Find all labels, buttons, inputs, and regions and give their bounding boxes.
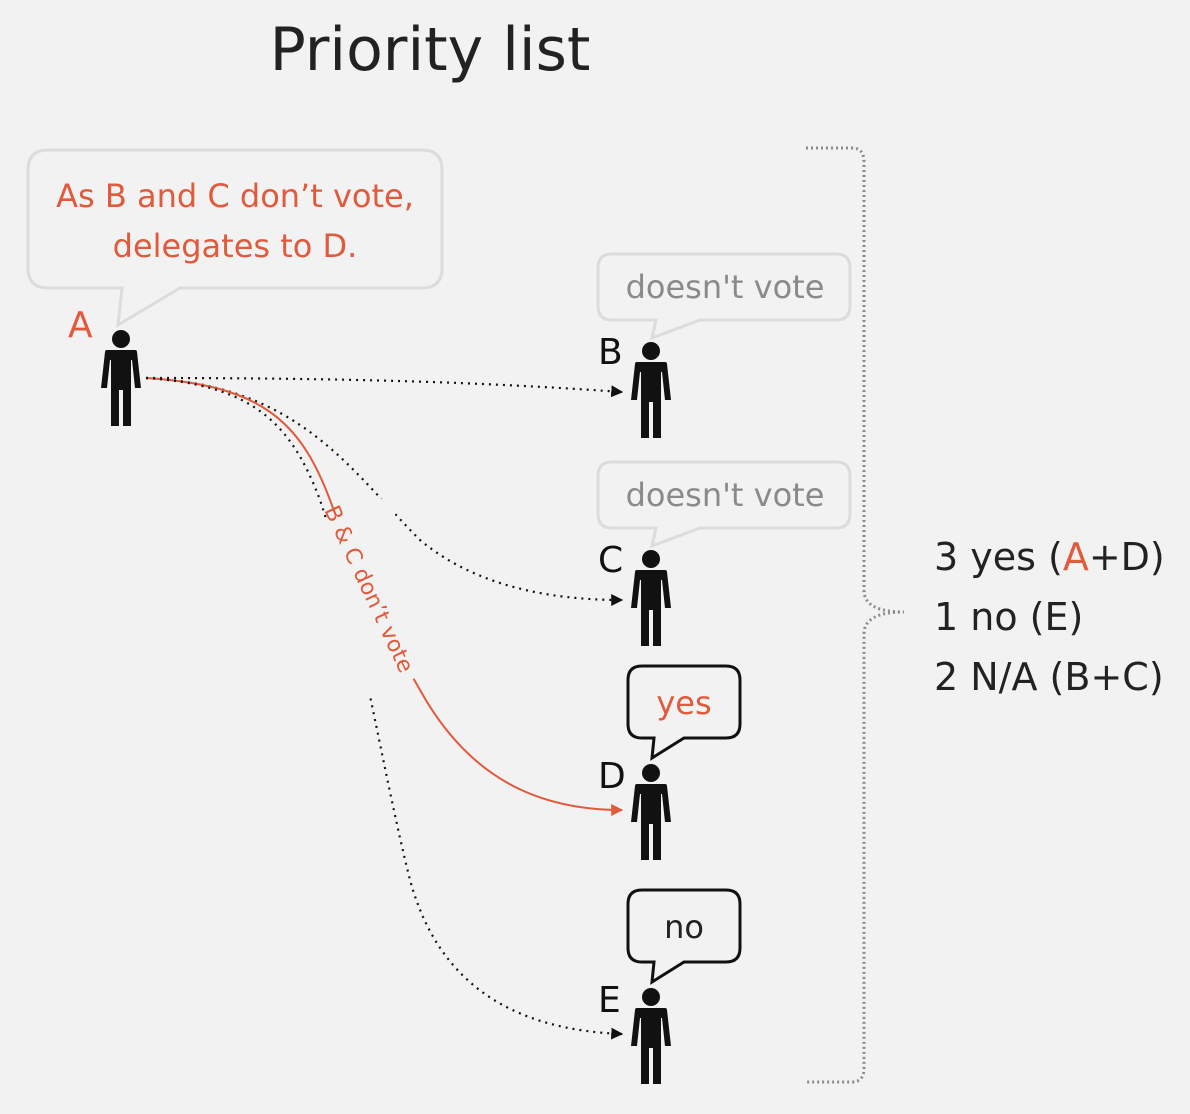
voter-c-letter: C <box>598 540 623 581</box>
voter-e-person-icon <box>631 988 671 1084</box>
voter-d-bubble-text: yes <box>656 684 711 722</box>
voter-e-letter: E <box>598 980 621 1021</box>
voter-d-speech-bubble <box>626 664 742 761</box>
voter-b-bubble-text: doesn't vote <box>626 268 825 306</box>
voter-e-bubble-text: no <box>664 908 704 946</box>
summary-no: 1 no (E) <box>934 595 1083 639</box>
voter-d-person-icon <box>631 764 671 860</box>
delegator-bubble-line2: delegates to D. <box>113 227 358 265</box>
arrow-a-to-e <box>145 376 624 1040</box>
voter-b-person-icon <box>631 342 671 438</box>
voter-c-speech-bubble <box>596 460 852 549</box>
delegator-person-icon <box>101 330 141 426</box>
summary-yes-prefix: 3 yes ( <box>934 535 1063 579</box>
page-title: Priority list <box>270 15 591 85</box>
delegator-letter: A <box>68 305 93 346</box>
path-label-backdrop <box>294 496 450 700</box>
summary-yes: 3 yes (A+D) <box>934 535 1165 579</box>
voter-c-bubble-text: doesn't vote <box>626 476 825 514</box>
voter-b-speech-bubble <box>596 252 852 341</box>
voter-c-person-icon <box>631 550 671 646</box>
summary-yes-suffix: +D) <box>1089 535 1165 579</box>
voter-e-speech-bubble <box>626 888 742 985</box>
voter-d-letter: D <box>598 756 626 797</box>
delegator-bubble-line1: As B and C don’t vote, <box>56 177 414 215</box>
grouping-brace <box>806 146 905 1084</box>
voter-b-letter: B <box>598 332 623 373</box>
summary-na: 2 N/A (B+C) <box>934 655 1164 699</box>
summary-yes-red: A <box>1063 535 1089 579</box>
delegator-speech-bubble <box>26 148 444 328</box>
arrow-a-to-b <box>145 376 624 398</box>
